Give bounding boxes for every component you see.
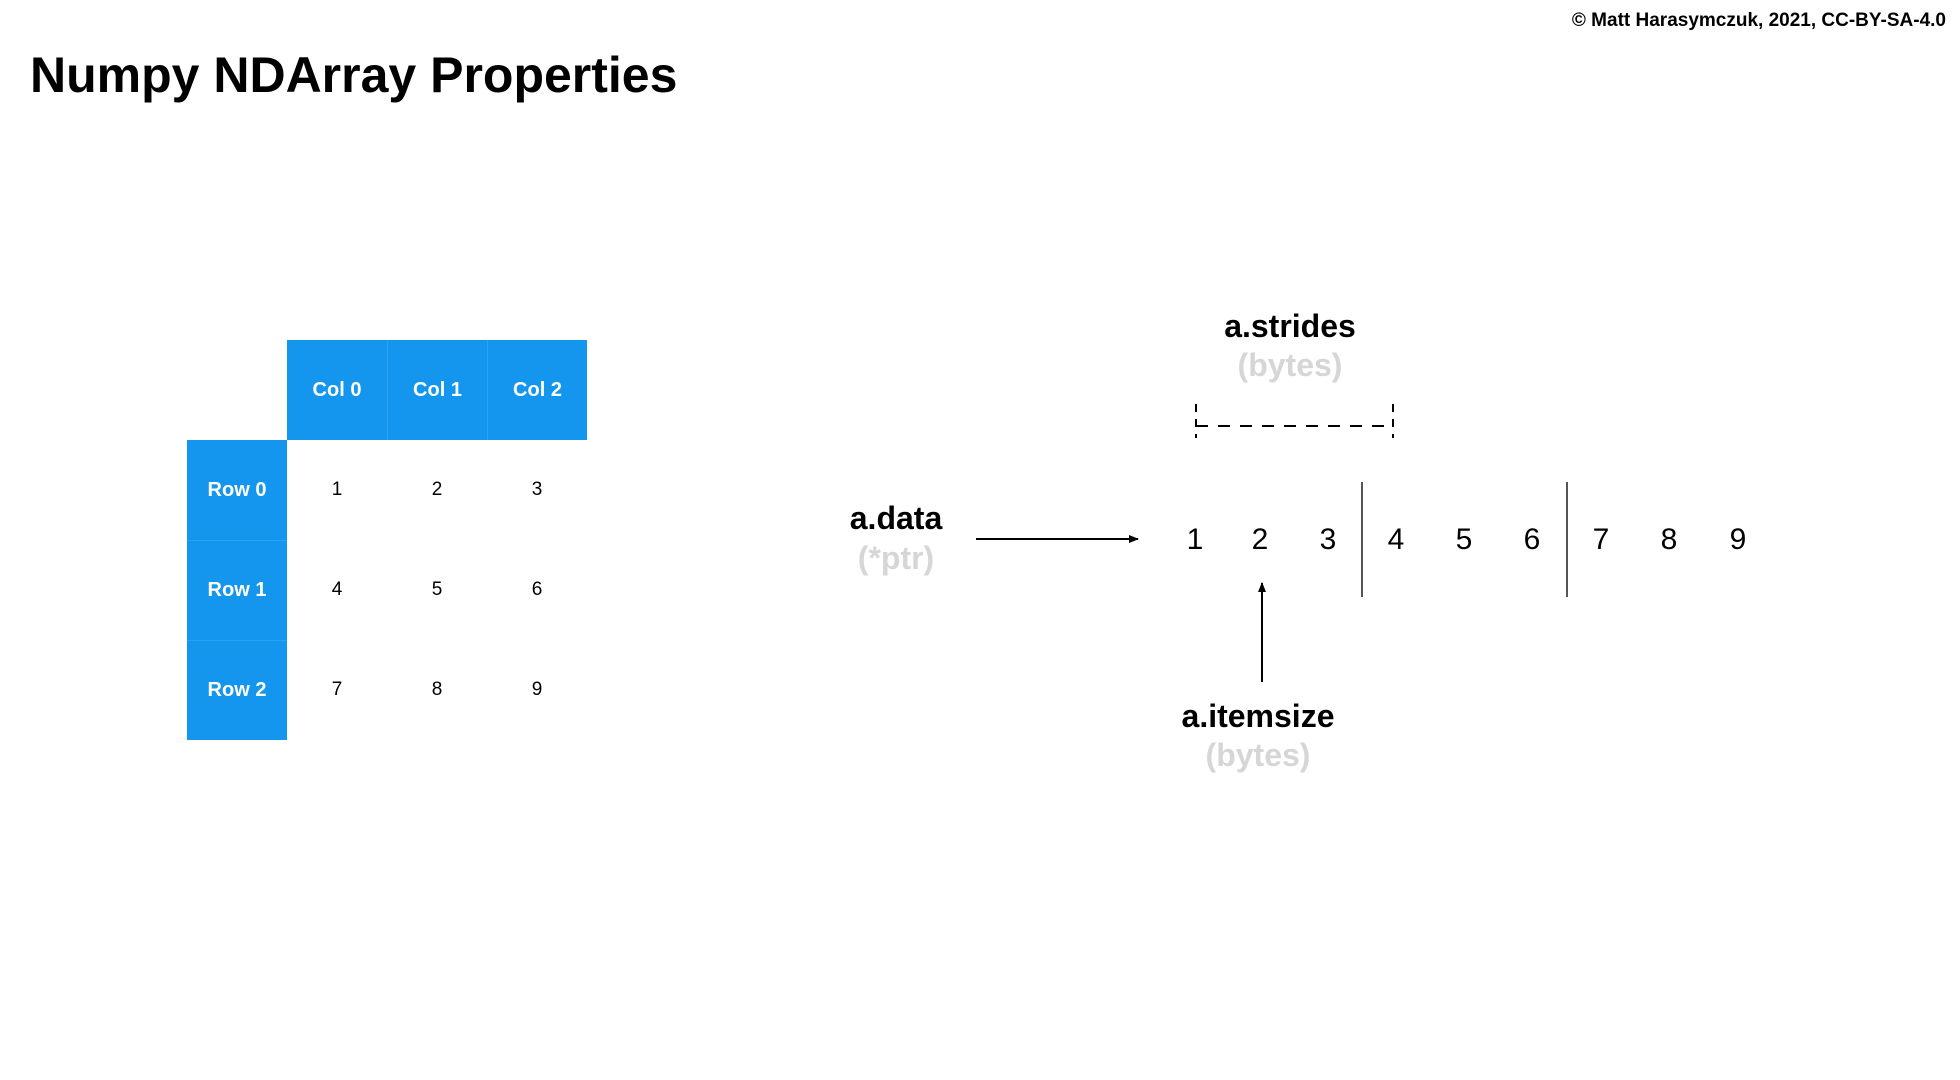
itemsize-sub-label: (bytes) xyxy=(1205,737,1311,773)
memory-item: 2 xyxy=(1251,523,1269,556)
memory-item: 1 xyxy=(1186,523,1204,556)
table-cell: 9 xyxy=(487,640,587,740)
table-cell: 8 xyxy=(387,640,487,740)
memory-item: 7 xyxy=(1592,523,1610,556)
column-header: Col 2 xyxy=(487,340,587,440)
memory-item: 8 xyxy=(1660,523,1678,556)
column-header: Col 1 xyxy=(387,340,487,440)
column-header: Col 0 xyxy=(287,340,387,440)
memory-item: 4 xyxy=(1387,523,1405,556)
itemsize-label: a.itemsize xyxy=(1181,698,1335,734)
copyright-notice: © Matt Harasymczuk, 2021, CC-BY-SA-4.0 xyxy=(1571,10,1946,31)
table-cell: 3 xyxy=(487,440,587,540)
page-title: Numpy NDArray Properties xyxy=(30,47,678,103)
table-cell: 6 xyxy=(487,540,587,640)
memory-item: 6 xyxy=(1523,523,1541,556)
table-cell: 4 xyxy=(287,540,387,640)
row-header: Row 0 xyxy=(187,440,287,540)
row-header: Row 1 xyxy=(187,540,287,640)
strides-bracket xyxy=(1195,404,1394,438)
strides-sub-label: (bytes) xyxy=(1237,347,1343,383)
strides-label: a.strides xyxy=(1224,308,1356,344)
table-cell: 1 xyxy=(287,440,387,540)
table-cell: 2 xyxy=(387,440,487,540)
table-cell: 5 xyxy=(387,540,487,640)
data-sub-label: (*ptr) xyxy=(857,540,935,576)
row-separator xyxy=(1361,482,1363,597)
memory-item: 9 xyxy=(1729,523,1747,556)
data-label: a.data xyxy=(849,500,943,536)
row-header: Row 2 xyxy=(187,640,287,740)
memory-item: 3 xyxy=(1319,523,1337,556)
row-separator xyxy=(1566,482,1568,597)
table-cell: 7 xyxy=(287,640,387,740)
memory-item: 5 xyxy=(1455,523,1473,556)
